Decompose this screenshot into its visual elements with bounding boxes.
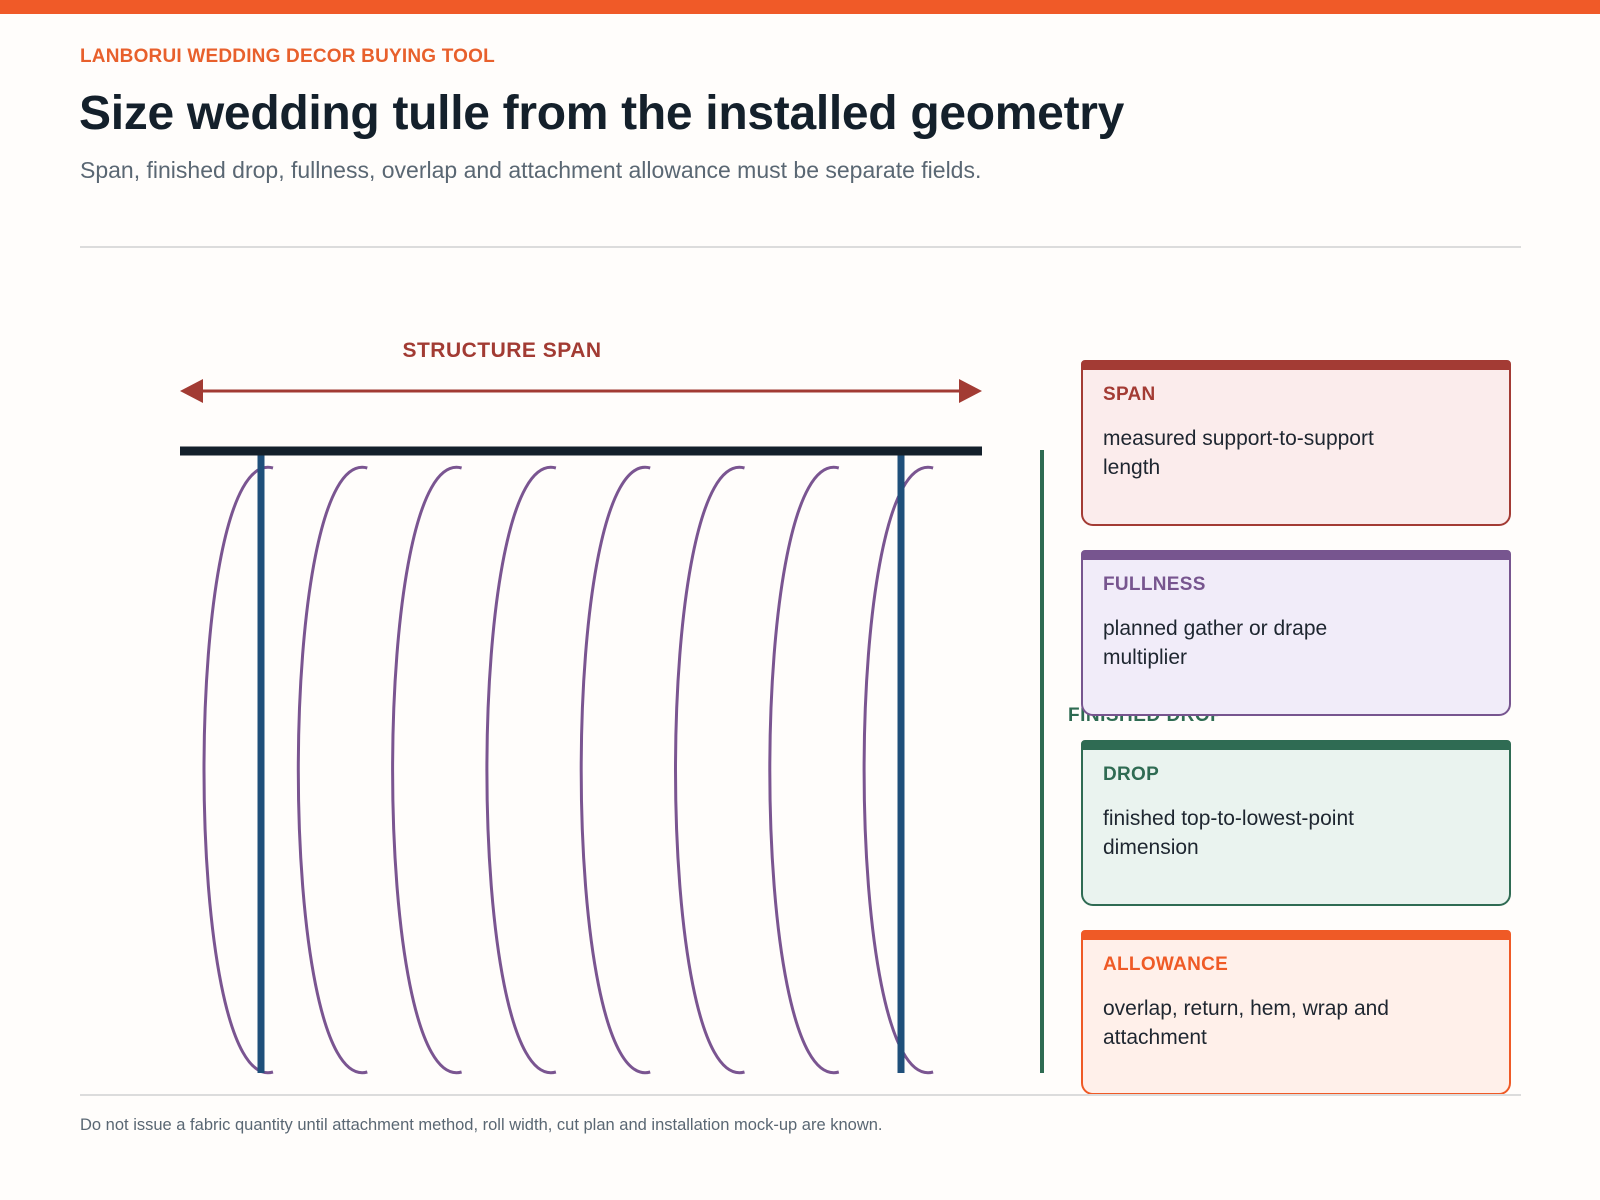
page-subtitle: Span, finished drop, fullness, overlap a… bbox=[80, 157, 982, 183]
card-allowance-text: overlap, return, hem, wrap and attachmen… bbox=[1103, 997, 1389, 1049]
footer-divider bbox=[80, 1094, 1521, 1096]
card-drop: DROP finished top-to-lowest-point dimens… bbox=[1081, 740, 1511, 906]
tulle-drape-1 bbox=[202, 466, 274, 1074]
span-arrow-left-head bbox=[180, 379, 203, 403]
card-fullness-text: planned gather or drape multiplier bbox=[1103, 617, 1328, 669]
tulle-drape-3 bbox=[391, 466, 462, 1074]
tulle-drapes bbox=[202, 466, 934, 1074]
card-drop-text: finished top-to-lowest-point dimension bbox=[1103, 807, 1354, 859]
eyebrow-label: LANBORUI WEDDING DECOR BUYING TOOL bbox=[80, 46, 495, 67]
footer-note: Do not issue a fabric quantity until att… bbox=[80, 1116, 883, 1134]
card-fullness-label: FULLNESS bbox=[1103, 574, 1206, 595]
header-divider bbox=[80, 246, 1521, 248]
card-allowance: ALLOWANCE overlap, return, hem, wrap and… bbox=[1081, 930, 1511, 1095]
tulle-drape-4 bbox=[485, 466, 557, 1074]
tulle-drape-2 bbox=[296, 466, 368, 1074]
card-allowance-label: ALLOWANCE bbox=[1103, 954, 1229, 975]
structure-span-label: STRUCTURE SPAN bbox=[402, 339, 601, 362]
card-span-text: measured support-to-support length bbox=[1103, 427, 1374, 479]
span-arrow-right-head bbox=[959, 379, 982, 403]
tulle-drape-7 bbox=[768, 466, 840, 1074]
card-span-label: SPAN bbox=[1103, 384, 1156, 405]
top-accent-bar bbox=[0, 0, 1600, 14]
card-drop-label: DROP bbox=[1103, 764, 1160, 785]
card-fullness: FULLNESS planned gather or drape multipl… bbox=[1081, 550, 1511, 716]
tulle-drape-6 bbox=[674, 466, 745, 1074]
span-arrow bbox=[180, 379, 982, 403]
card-span: SPAN measured support-to-support length bbox=[1081, 360, 1511, 526]
page-title: Size wedding tulle from the installed ge… bbox=[79, 87, 1125, 140]
tulle-drape-5 bbox=[579, 466, 651, 1074]
